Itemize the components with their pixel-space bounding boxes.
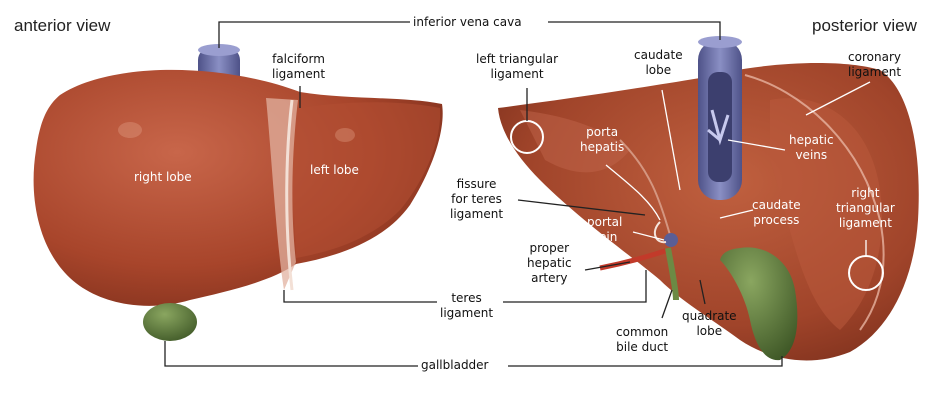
label-hepatic-veins: hepatic veins: [789, 133, 834, 163]
label-coronary-ligament: coronary ligament: [848, 50, 901, 80]
label-proper-hepatic-artery: proper hepatic artery: [527, 241, 572, 286]
anterior-gallbladder: [143, 303, 197, 341]
anterior-view-title: anterior view: [14, 16, 110, 36]
anterior-liver: [34, 44, 443, 341]
label-fissure-for-teres-ligament: fissure for teres ligament: [450, 177, 503, 222]
label-caudate-process: caudate process: [752, 198, 801, 228]
label-common-bile-duct: common bile duct: [616, 325, 668, 355]
label-gallbladder: gallbladder: [421, 358, 489, 373]
portal-vein-shape: [664, 233, 678, 247]
label-right-lobe: right lobe: [134, 170, 192, 185]
label-falciform-ligament: falciform ligament: [272, 52, 325, 82]
posterior-vena-cava: [698, 36, 742, 200]
posterior-view-title: posterior view: [812, 16, 917, 36]
label-left-triangular-ligament: left triangular ligament: [476, 52, 558, 82]
label-inferior-vena-cava: inferior vena cava: [413, 15, 522, 30]
label-right-triangular-ligament: right triangular ligament: [836, 186, 895, 231]
label-caudate-lobe: caudate lobe: [634, 48, 683, 78]
label-teres-ligament: teres ligament: [440, 291, 493, 321]
label-portal-vein: portal vein: [587, 215, 622, 245]
label-quadrate-lobe: quadrate lobe: [682, 309, 737, 339]
label-porta-hepatis: porta hepatis: [580, 125, 624, 155]
label-left-lobe: left lobe: [310, 163, 359, 178]
